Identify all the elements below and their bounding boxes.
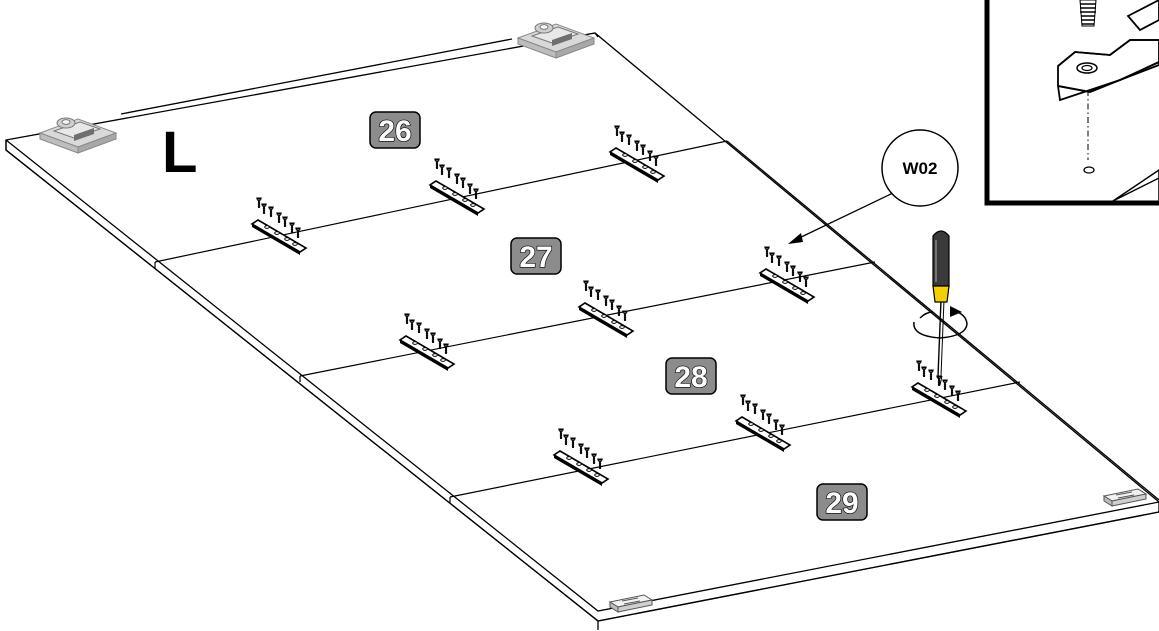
panel-top-edge <box>120 32 599 115</box>
panel-badge: 28 <box>665 357 717 395</box>
detail-inset <box>984 0 1159 206</box>
svg-text:W02: W02 <box>903 159 938 178</box>
rotation-arrow-icon <box>913 306 968 339</box>
screw-callout: W02 <box>788 129 959 244</box>
panel-badge: 27 <box>510 237 562 275</box>
panel-badge: 26 <box>369 111 421 149</box>
svg-text:28: 28 <box>674 361 707 394</box>
screwdriver-icon <box>932 230 950 386</box>
svg-text:29: 29 <box>825 487 858 520</box>
side-label: L <box>162 120 197 185</box>
svg-text:26: 26 <box>378 115 411 148</box>
panel-badge: 29 <box>816 483 868 521</box>
svg-text:27: 27 <box>519 241 552 274</box>
